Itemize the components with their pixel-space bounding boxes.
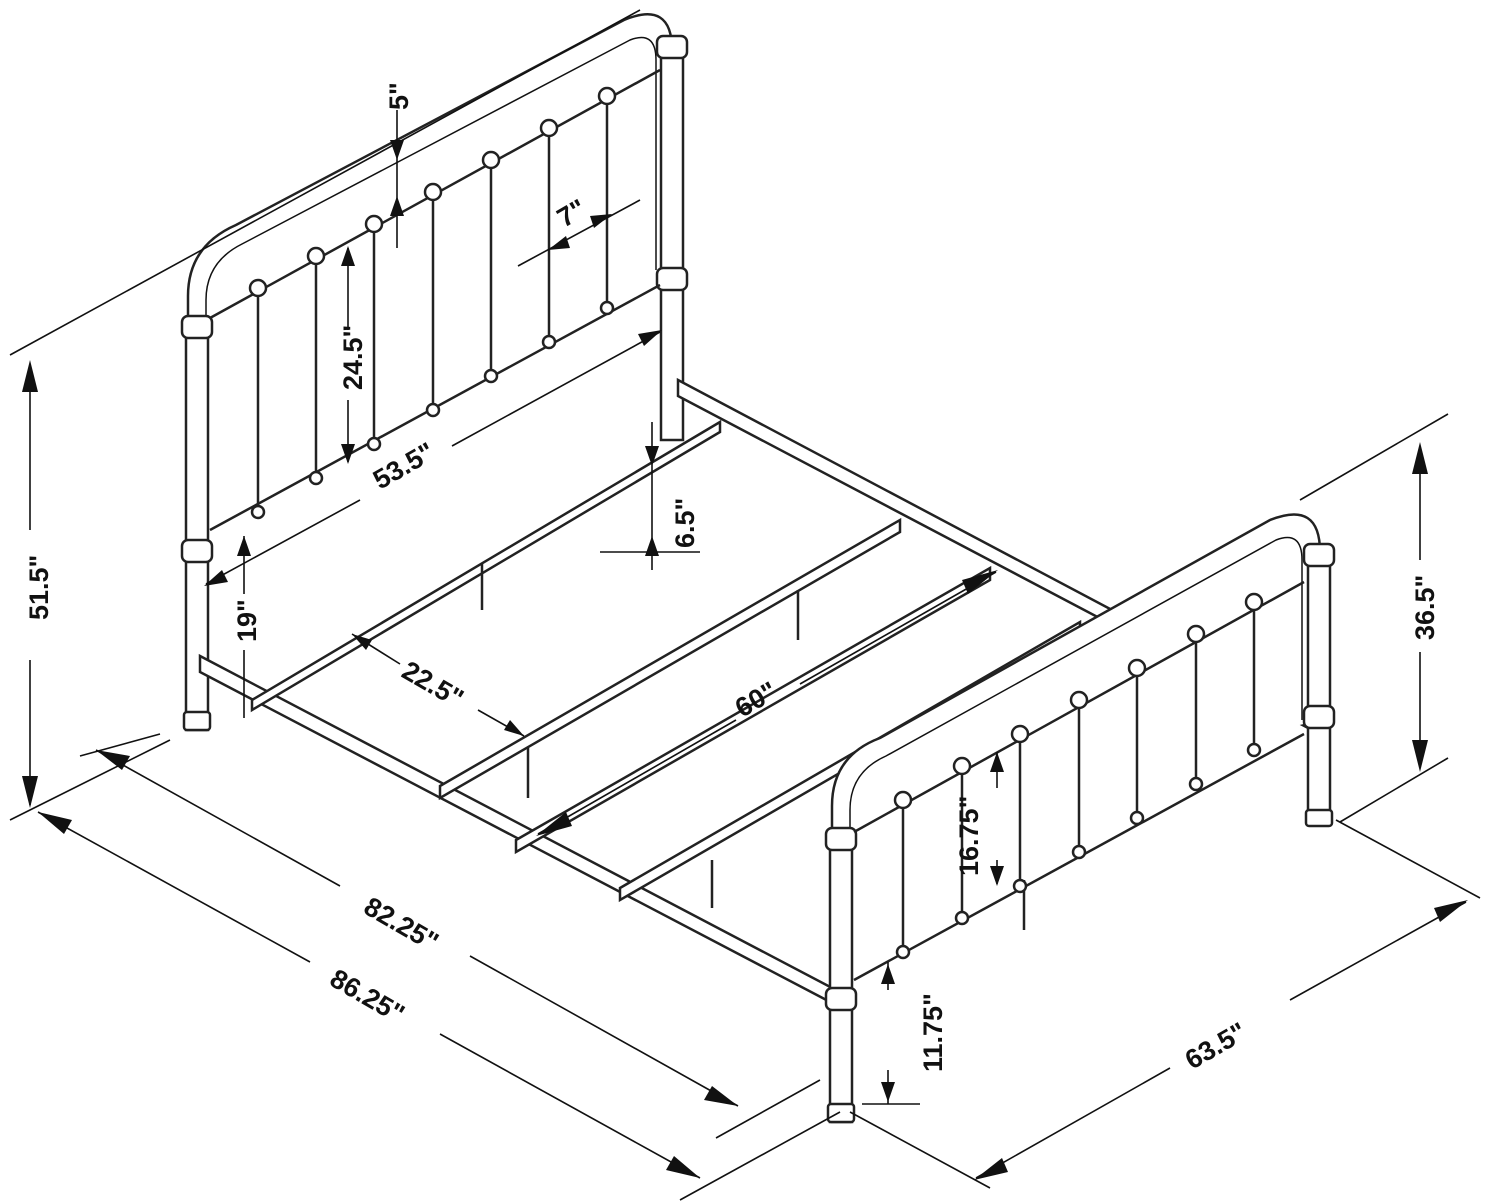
label-footboard-spindle-height: 16.75" bbox=[954, 796, 984, 876]
footboard-right-foot bbox=[1304, 808, 1334, 828]
label-overall-length: 86.25" bbox=[325, 963, 410, 1029]
footboard-left-knob-mid bbox=[824, 986, 858, 1012]
label-finial-height: 5" bbox=[384, 82, 414, 110]
label-overall-height: 51.5" bbox=[24, 555, 54, 620]
label-inner-length: 82.25" bbox=[359, 891, 444, 957]
headboard-left-knob-mid bbox=[180, 538, 214, 564]
headboard-arch-inner bbox=[205, 36, 657, 322]
label-headboard-bottom-clearance: 19" bbox=[232, 599, 262, 642]
back-ledge bbox=[250, 419, 722, 713]
footboard-left-foot bbox=[826, 1102, 856, 1124]
dimension-lines bbox=[9, 9, 1481, 1201]
footboard-left-knob-top bbox=[824, 826, 858, 852]
footboard-right-post bbox=[1306, 546, 1332, 826]
label-footboard-height: 36.5" bbox=[1410, 575, 1440, 640]
headboard-left-knob-top bbox=[180, 314, 214, 340]
footboard bbox=[824, 513, 1336, 1124]
label-side-rail-clearance: 6.5" bbox=[670, 498, 700, 548]
headboard-right-knob-top bbox=[655, 34, 689, 60]
footboard-right-knob-top bbox=[1302, 542, 1336, 568]
center-slat bbox=[438, 517, 902, 801]
headboard-spindles bbox=[248, 86, 617, 520]
headboard-right-knob-mid bbox=[655, 266, 689, 292]
footboard-right-knob-mid bbox=[1302, 704, 1336, 730]
headboard bbox=[180, 13, 689, 732]
footboard-left-post bbox=[828, 830, 854, 1124]
label-footboard-bottom-clearance: 11.75" bbox=[918, 993, 948, 1072]
label-headboard-spindle-height: 24.5" bbox=[338, 325, 368, 390]
footboard-arch-inner bbox=[849, 536, 1303, 832]
label-overall-width: 63.5" bbox=[1180, 1017, 1252, 1076]
footboard-spindles bbox=[893, 592, 1264, 960]
headboard-left-foot bbox=[182, 710, 212, 732]
center-rail bbox=[514, 565, 992, 855]
label-slat-spacing: 22.5" bbox=[397, 655, 469, 714]
footboard-arch bbox=[830, 513, 1322, 840]
